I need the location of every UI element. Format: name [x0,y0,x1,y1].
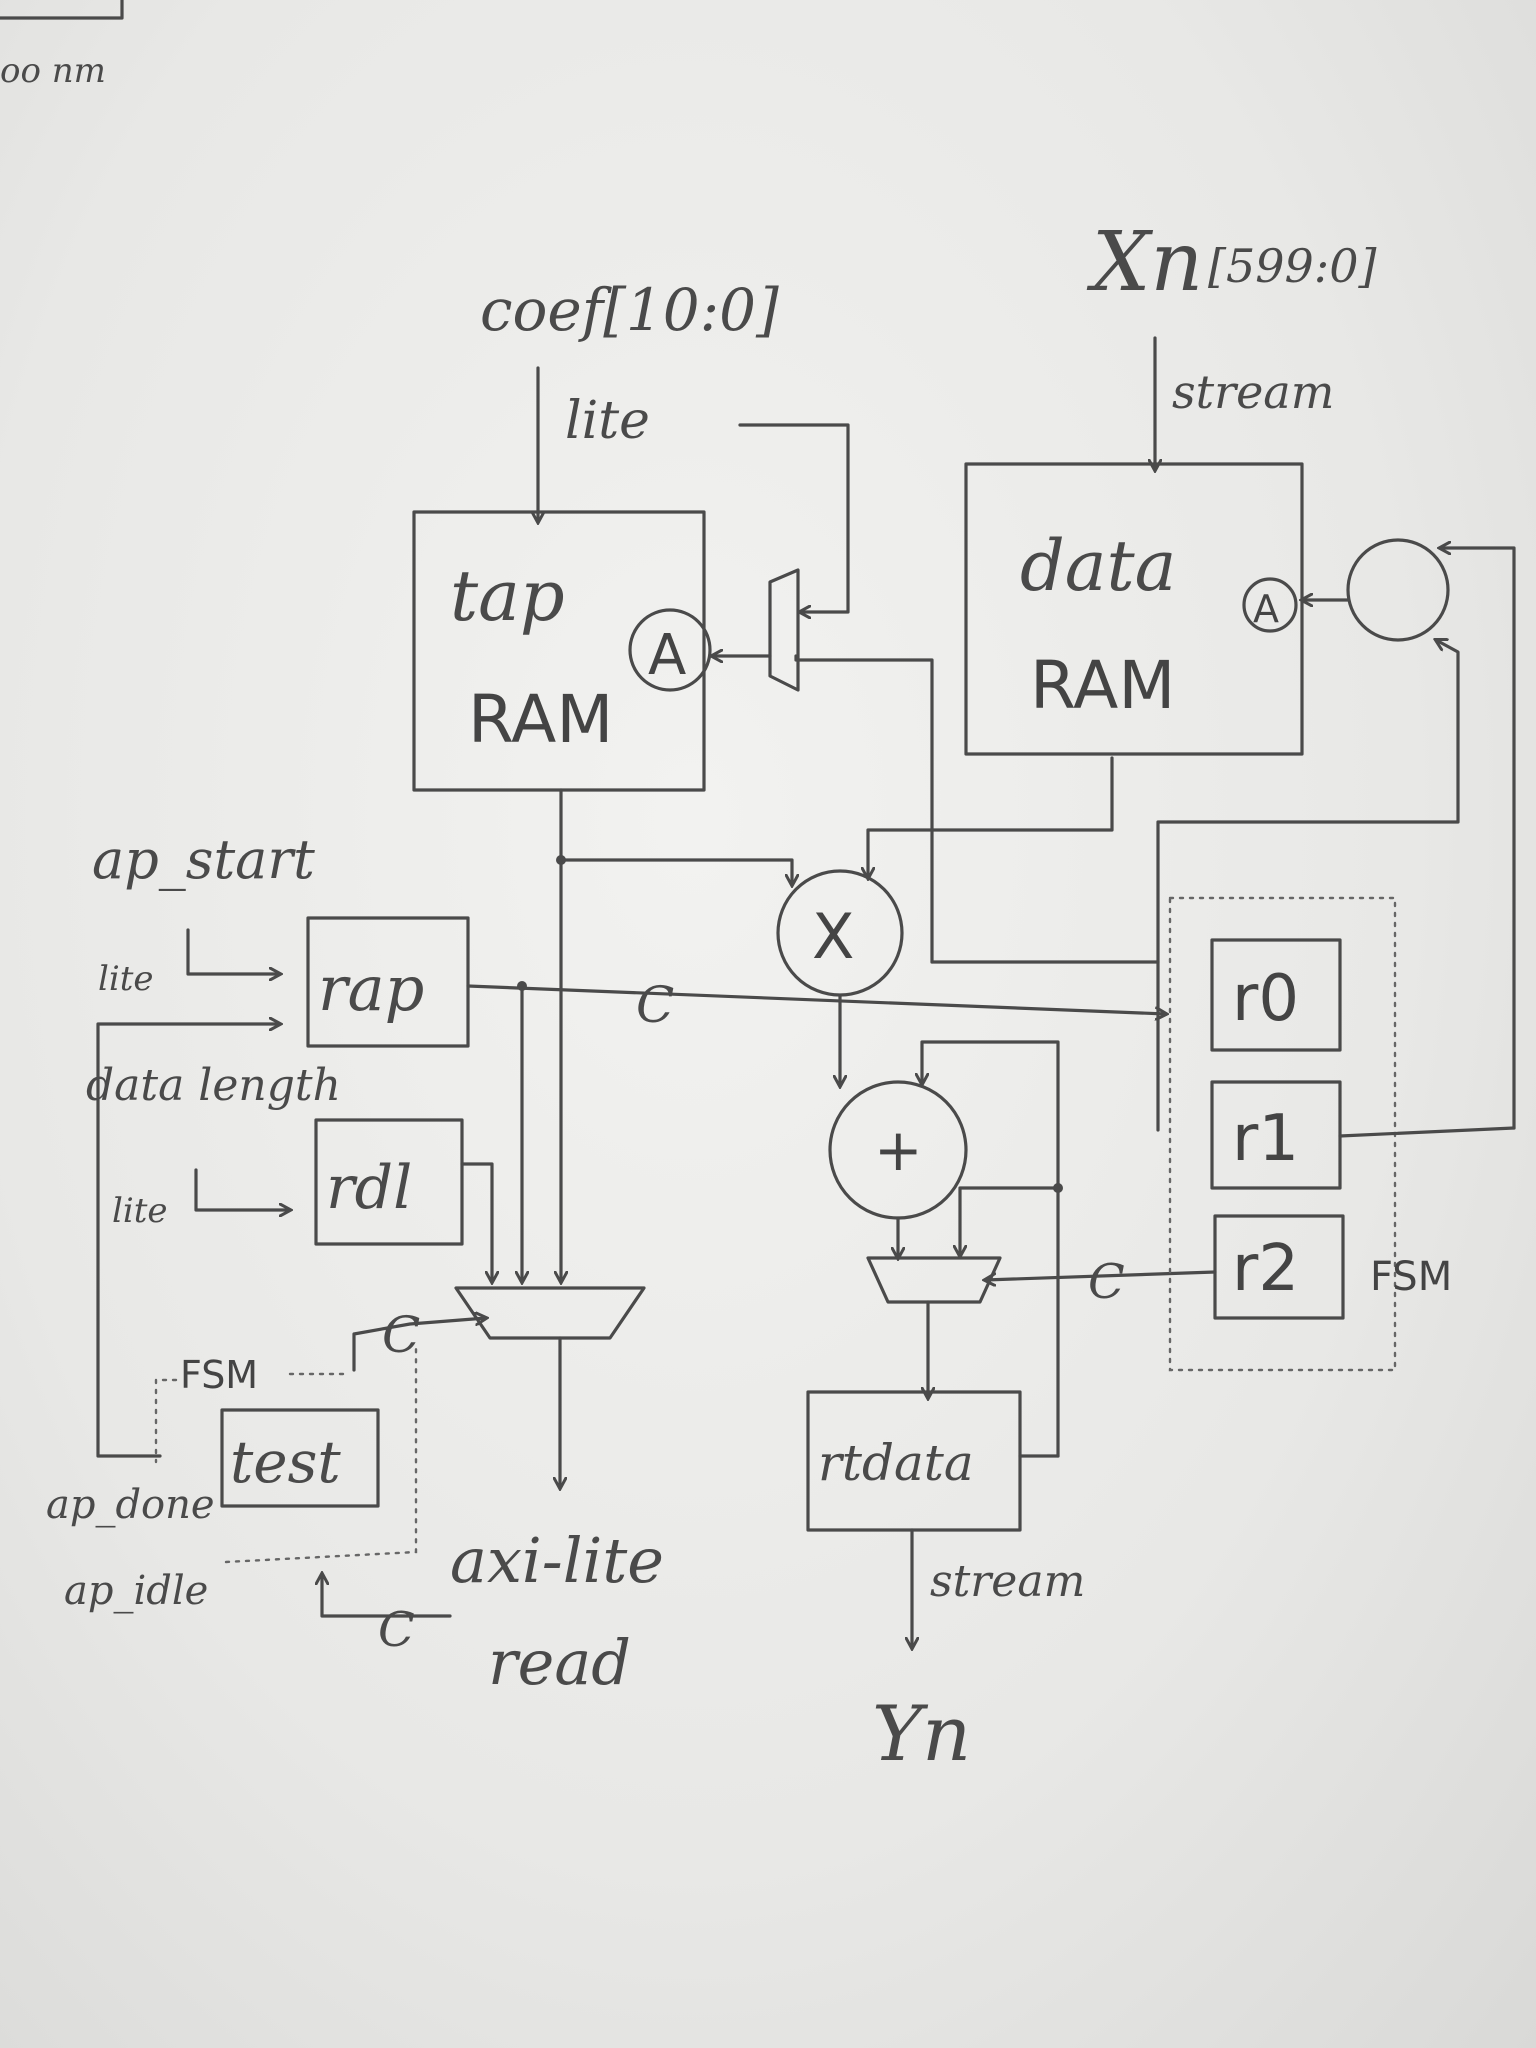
data-ram-title-2: RAM [1030,647,1175,724]
corner-label: oo nm [0,51,106,91]
yn-label: Yn [872,1689,971,1778]
lite1-arrow [186,928,280,974]
address-counter-circle [1346,538,1450,642]
ap-done-label: ap_done [46,1482,215,1528]
rap-box [306,916,470,1048]
adder-mux-control-tag: C [1088,1254,1125,1310]
axi-read-label-2: read [488,1626,631,1699]
lite-address-line [738,423,850,612]
r1-label: r1 [1232,1102,1299,1176]
ap-idle-control-tag: C [378,1602,415,1658]
accumulate-feedback-line [922,1040,1060,1458]
r0-to-tap-mux-line [794,654,934,964]
data-ram-box [964,462,1304,756]
zero-path-to-mux [960,1186,1060,1256]
test-label: test [230,1428,341,1496]
coef-label: coef[10:0] [480,276,779,344]
r2-to-mux-control-line [985,1270,1217,1280]
ap-done-feedback-line [96,1024,280,1458]
r2-box [1213,1214,1345,1320]
rap-control-tag: C [636,976,674,1034]
lite2-label: lite [112,1191,168,1231]
rtdata-box [806,1390,1022,1532]
rap-label: rap [318,952,424,1025]
r0-to-counter-line [1156,640,1460,1132]
rdl-label: rdl [326,1153,412,1223]
read-mux-control-tag: C [382,1306,420,1364]
fsm-right-label: FSM [1370,1254,1452,1300]
scale-mark [0,0,124,20]
data-ram-title-1: data [1020,525,1176,607]
axi-read-label-1: axi-lite [450,1524,664,1597]
ap-idle-label: ap_idle [64,1568,208,1614]
rtdata-label: rtdata [818,1434,974,1492]
xn-label: Xn [1086,215,1203,310]
rdl-to-read-mux [460,1162,492,1282]
test-box [220,1408,380,1508]
r2-label: r2 [1232,1232,1299,1306]
lite2-arrow [194,1168,290,1210]
data-ram-address-tag: A [1253,587,1279,631]
lite1-label: lite [98,959,154,999]
tap-address-mux [768,568,800,692]
r0-box [1210,938,1342,1052]
coef-lite-label: lite [565,391,650,451]
data-length-label: data length [86,1060,341,1111]
rap-to-r0-line [466,984,1166,1014]
rdl-box [314,1118,464,1246]
yn-stream-label: stream [930,1556,1085,1607]
tap-ram-address-tag: A [648,623,686,688]
read-mux [454,1286,646,1340]
tap-ram-box [412,510,706,792]
r1-feedback-line [1440,548,1516,1130]
tap-ram-title-1: tap [450,555,565,637]
tap-to-multiplier-line [559,858,792,885]
tap-ram-title-2: RAM [468,681,613,758]
data-ram-address-port [1242,577,1298,633]
ap-start-label: ap_start [92,828,315,891]
fsm-status-dotted [224,1346,418,1564]
adder-symbol: + [874,1116,923,1184]
fsm-left-dotted-2 [154,1378,178,1464]
adder-output-mux [866,1256,1002,1304]
test-to-read-mux-control [352,1318,486,1372]
xn-stream-label: stream [1172,365,1334,419]
ap-idle-arrow [322,1574,452,1618]
fsm-left-label: FSM [180,1353,258,1397]
r0-label: r0 [1232,962,1299,1036]
data-ram-to-multiplier-line [868,756,1114,878]
r1-out-stub [1338,1126,1516,1138]
xn-range-label: [599:0] [1208,239,1377,293]
multiplier-symbol: X [812,900,854,973]
